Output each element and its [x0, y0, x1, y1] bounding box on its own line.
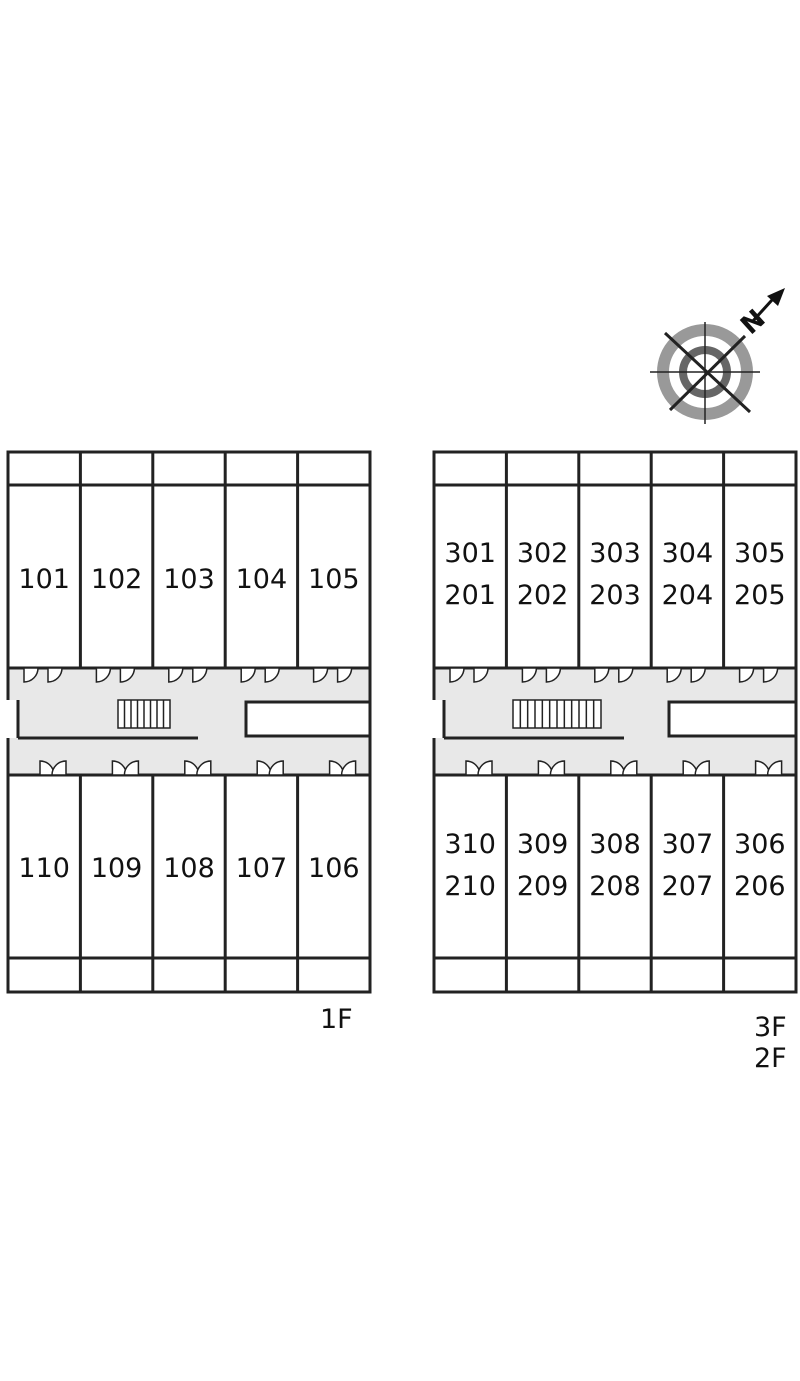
room-number: 102 [91, 564, 143, 595]
door-icon [192, 667, 208, 683]
door-icon [594, 667, 610, 683]
room-number: 109 [91, 853, 143, 884]
floor-label-2f: 2F [754, 1043, 787, 1074]
door-icon [196, 760, 212, 776]
room-number: 209 [517, 871, 569, 902]
door-icon [694, 760, 710, 776]
room-number: 208 [589, 871, 641, 902]
room-number: 101 [18, 564, 70, 595]
room-number: 201 [444, 580, 496, 611]
door-icon [521, 667, 538, 683]
room-number: 106 [308, 853, 360, 884]
door-icon [690, 667, 706, 683]
door-icon [618, 667, 634, 683]
door-icon [123, 760, 140, 776]
room-number: 206 [734, 871, 786, 902]
room-number: 210 [444, 871, 496, 902]
room-number: 309 [517, 829, 569, 860]
floor-label-1f: 1F [320, 1004, 353, 1035]
room-number: 204 [662, 580, 714, 611]
building-top-block [432, 450, 798, 670]
door-icon [47, 667, 63, 683]
door-icon [340, 760, 357, 776]
room-number: 306 [734, 829, 786, 860]
door-icon [738, 667, 755, 683]
room-number: 108 [163, 853, 215, 884]
north-compass-icon: N [650, 288, 785, 424]
door-icon [23, 667, 39, 683]
room-number: 302 [517, 538, 569, 569]
room-number: 207 [662, 871, 714, 902]
door-icon [336, 667, 353, 683]
door-icon [477, 760, 493, 776]
room-number: 307 [662, 829, 714, 860]
door-icon [119, 667, 136, 683]
room-number: 110 [18, 853, 70, 884]
door-icon [240, 667, 256, 683]
room-number: 103 [163, 564, 215, 595]
room-number: 308 [589, 829, 641, 860]
door-icon [264, 667, 280, 683]
door-icon [95, 667, 112, 683]
room-number: 305 [734, 538, 786, 569]
corridor-wall-gap [434, 700, 444, 738]
building-left: 101 110 102 109 103 108 104 107 105 106 [6, 450, 372, 994]
room-number: 303 [589, 538, 641, 569]
building-right: 301 310 201 210 302 309 202 209 303 308 203 208 304 3… [432, 450, 798, 994]
door-icon [168, 667, 184, 683]
corridor-wall-block [667, 700, 798, 738]
door-icon [545, 667, 562, 683]
building-top-block [6, 450, 372, 670]
corridor-wall-gap [8, 700, 18, 738]
room-number: 107 [236, 853, 288, 884]
room-number: 203 [589, 580, 641, 611]
door-icon [622, 760, 638, 776]
door-icon [268, 760, 284, 776]
door-icon [549, 760, 566, 776]
door-icon [449, 667, 465, 683]
room-number: 304 [662, 538, 714, 569]
room-number: 301 [444, 538, 496, 569]
compass-north-label: N [735, 304, 771, 341]
room-number: 202 [517, 580, 569, 611]
door-icon [762, 667, 779, 683]
door-icon [666, 667, 682, 683]
room-number: 310 [444, 829, 496, 860]
room-number: 205 [734, 580, 786, 611]
door-icon [473, 667, 489, 683]
door-icon [51, 760, 67, 776]
room-number: 105 [308, 564, 360, 595]
floor-label-3f: 3F [754, 1012, 787, 1043]
door-icon [312, 667, 329, 683]
door-icon [766, 760, 783, 776]
room-number: 104 [236, 564, 288, 595]
corridor-wall-block [244, 700, 372, 738]
